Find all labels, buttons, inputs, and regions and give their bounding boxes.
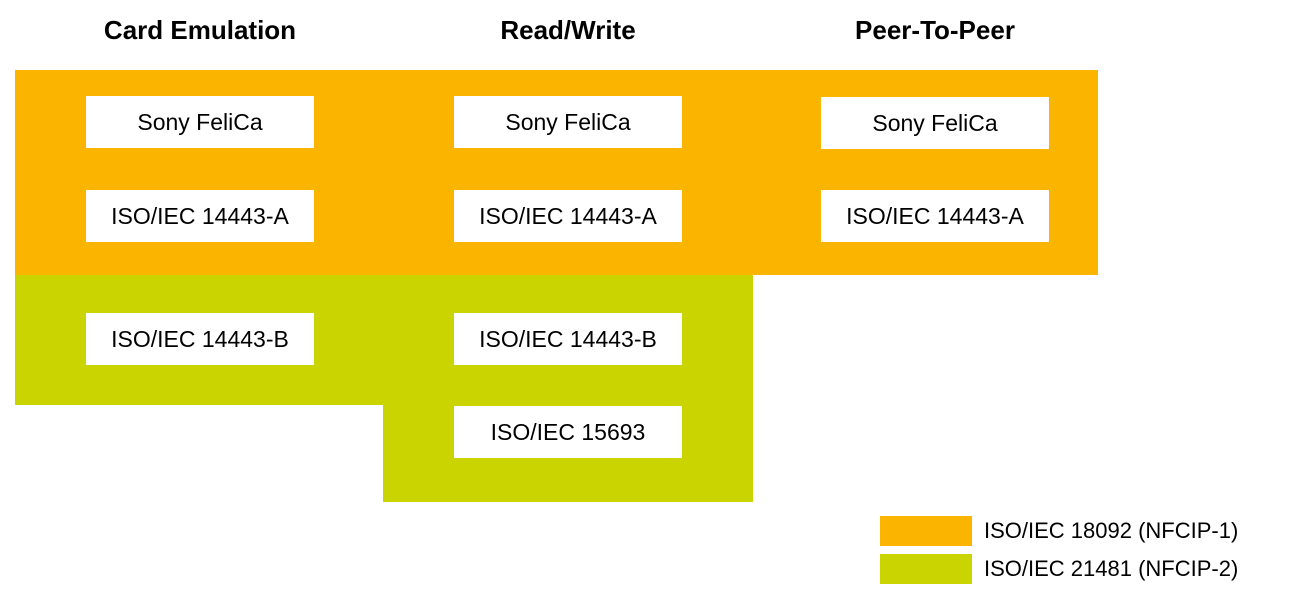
card-emulation-14443a-box: ISO/IEC 14443-A bbox=[86, 190, 314, 242]
legend-label-nfcip1: ISO/IEC 18092 (NFCIP-1) bbox=[984, 518, 1239, 543]
card-emulation-14443b-box: ISO/IEC 14443-B bbox=[86, 313, 314, 365]
column-heading-peer-to-peer: Peer-To-Peer bbox=[855, 15, 1015, 45]
legend-label-nfcip2: ISO/IEC 21481 (NFCIP-2) bbox=[984, 556, 1239, 581]
legend-swatch-nfcip1 bbox=[880, 516, 972, 546]
peer-to-peer-14443a-box: ISO/IEC 14443-A bbox=[821, 190, 1049, 242]
read-write-15693-box: ISO/IEC 15693 bbox=[454, 406, 682, 458]
column-heading-read-write: Read/Write bbox=[500, 15, 636, 45]
card-emulation-felica-box: Sony FeliCa bbox=[86, 96, 314, 148]
legend-item-nfcip2: ISO/IEC 21481 (NFCIP-2) bbox=[880, 554, 1238, 584]
read-write-14443a-box: ISO/IEC 14443-A bbox=[454, 190, 682, 242]
read-write-felica-box: Sony FeliCa bbox=[454, 96, 682, 148]
read-write-14443b-box: ISO/IEC 14443-B bbox=[454, 313, 682, 365]
legend-swatch-nfcip2 bbox=[880, 554, 972, 584]
column-heading-card-emulation: Card Emulation bbox=[103, 15, 297, 45]
peer-to-peer-felica-box: Sony FeliCa bbox=[821, 97, 1049, 149]
legend-item-nfcip1: ISO/IEC 18092 (NFCIP-1) bbox=[880, 516, 1238, 546]
